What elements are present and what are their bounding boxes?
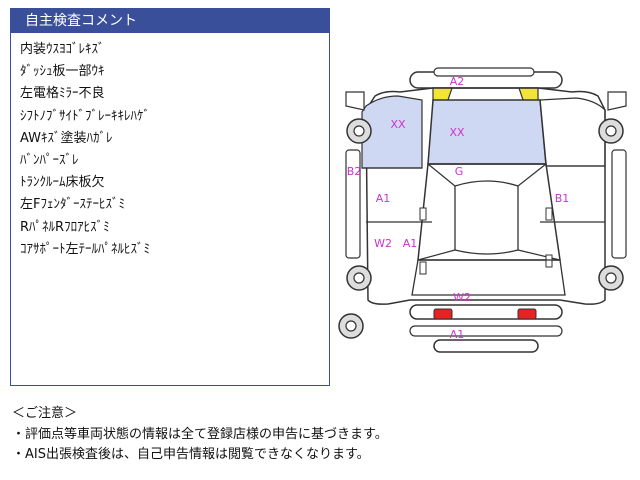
right-tail-light <box>517 308 537 320</box>
damage-label-left-quarter: W2 <box>374 237 392 250</box>
damage-label-left-rear-door: A1 <box>376 192 391 205</box>
comment-item: 内装ｳｽﾖｺﾞﾚｷｽﾞ <box>20 42 105 57</box>
comment-item: ｼﾌﾄﾉﾌﾞｻｲﾄﾞﾌﾞﾚｰｷｷﾚﾊｹﾞ <box>20 108 150 124</box>
panel-title: 自主検査コメント <box>11 9 329 33</box>
roof-panel <box>454 180 519 255</box>
comment-item: AWｷｽﾞ塗装ﾊｶﾞﾚ <box>20 130 113 146</box>
spare-wheel <box>338 313 364 339</box>
comment-item: 左Fﾌｪﾝﾀﾞｰｽﾃｰﾋｽﾞﾐ <box>20 197 125 213</box>
inspection-comment-panel: 自主検査コメント 内装ｳｽﾖｺﾞﾚｷｽﾞ ﾀﾞｯｼｭ板一部ｳｷ 左電格ﾐﾗｰ不良… <box>10 8 330 386</box>
damage-label-roof: G <box>455 165 464 178</box>
comment-item: RﾊﾟﾈﾙRﾌﾛｱﾋｽﾞﾐ <box>20 219 110 235</box>
car-body-outline <box>365 87 606 305</box>
rear-bumper-strip <box>409 325 563 337</box>
left-side-sill <box>345 149 361 259</box>
damage-label-rear-bumper: W2 <box>453 291 471 304</box>
rear-bumper-lower <box>433 339 539 353</box>
front-right-wheel <box>598 118 624 144</box>
left-front-door-handle <box>419 207 427 221</box>
comment-item: ﾊﾞﾝﾊﾟｰｽﾞﾚ <box>20 152 79 168</box>
rear-right-wheel <box>598 265 624 291</box>
windshield <box>427 99 547 165</box>
rear-bumper <box>409 304 563 320</box>
c-pillar-right <box>517 249 561 261</box>
notes-section: ＜ご注意＞ ・評価点等車両状態の情報は全て登録店様の申告に基づきます。 ・AIS… <box>12 404 388 466</box>
comment-list: 内装ｳｽﾖｺﾞﾚｷｽﾞ ﾀﾞｯｼｭ板一部ｳｷ 左電格ﾐﾗｰ不良 ｼﾌﾄﾉﾌﾞｻｲ… <box>11 33 329 261</box>
right-rear-door-handle <box>545 254 553 268</box>
c-pillar-left <box>417 249 456 261</box>
right-side-sill <box>611 149 627 259</box>
comment-item: ﾀﾞｯｼｭ板一部ｳｷ <box>20 64 105 80</box>
note-line: ・評価点等車両状態の情報は全て登録店様の申告に基づきます。 <box>12 426 388 442</box>
damage-label-right-rear-door: B1 <box>555 192 570 205</box>
damage-label-left-front-door: B2 <box>347 165 362 178</box>
vehicle-damage-diagram: A2 XX XX B2 G A1 B1 W2 A1 W2 A1 <box>338 67 627 353</box>
notes-heading: ＜ご注意＞ <box>12 406 78 421</box>
damage-label-rear-bumper-lower: A1 <box>450 328 465 341</box>
damage-label-trunk-left: A1 <box>403 237 418 250</box>
left-rear-door-handle <box>419 261 427 275</box>
note-line: ・AIS出張検査後は、自己申告情報は閲覧できなくなります。 <box>12 447 370 462</box>
comment-item: ｺｱｻﾎﾟｰﾄ左ﾃｰﾙﾊﾟﾈﾙﾋｽﾞﾐ <box>20 241 151 257</box>
left-tail-light <box>433 308 453 320</box>
left-mirror <box>345 91 365 111</box>
damage-label-left-front: XX <box>390 118 406 131</box>
damage-label-front-bumper: A2 <box>450 75 465 88</box>
rear-left-wheel <box>346 265 372 291</box>
right-front-door-handle <box>545 207 553 221</box>
front-left-wheel <box>346 118 372 144</box>
trunk-lid <box>411 259 566 296</box>
right-mirror <box>607 91 627 111</box>
damage-label-windshield: XX <box>449 126 465 139</box>
a-pillar-right <box>517 163 547 187</box>
comment-item: ﾄﾗﾝｸﾙｰﾑ床板欠 <box>20 175 105 191</box>
right-front-fender <box>539 97 606 167</box>
roof-frame <box>417 163 561 261</box>
front-grille-strip <box>433 67 535 77</box>
comment-item: 左電格ﾐﾗｰ不良 <box>20 86 105 102</box>
a-pillar-left <box>427 163 456 187</box>
